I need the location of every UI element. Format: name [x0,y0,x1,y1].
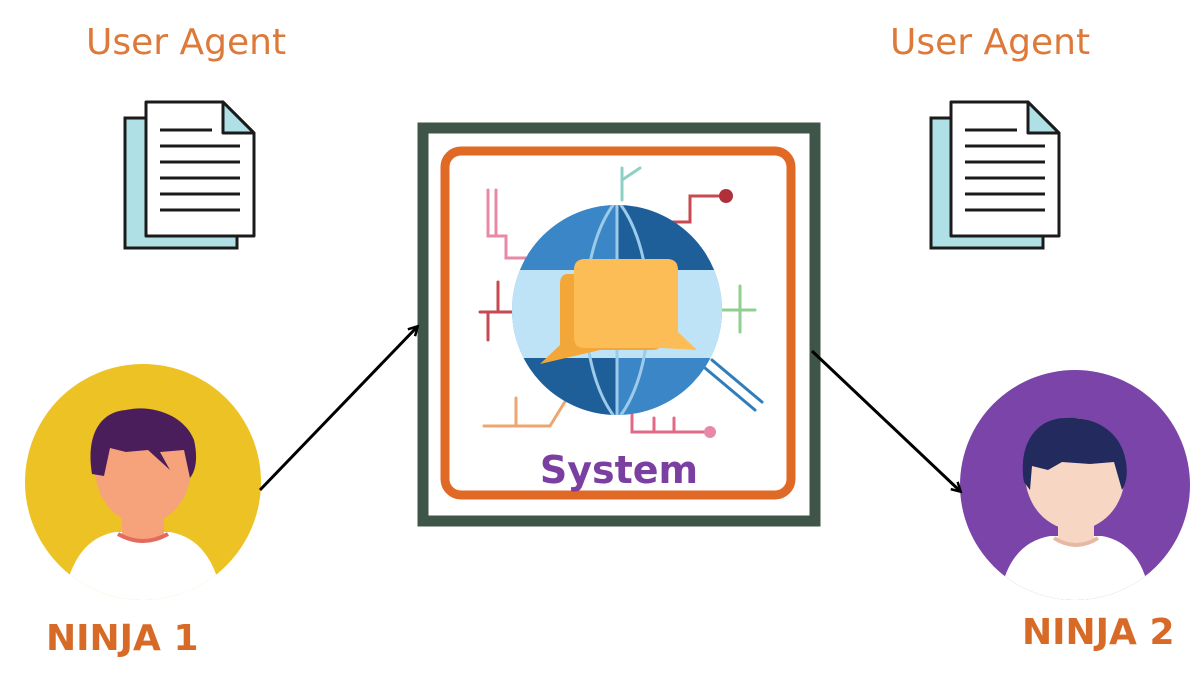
circuit-lines [478,166,764,434]
arrow-icon-system-to-ninja2 [810,349,960,491]
user-agent-label-left: User Agent [86,22,287,63]
user-agent-label-right: User Agent [890,22,1091,63]
document-icon-right [929,100,1061,250]
system-label: System [539,448,699,492]
globe-chat-icon [512,205,722,415]
document-icon-left [123,100,256,250]
ninja1-label: NINJA 1 [46,618,199,659]
circuit-node-dot-pink [704,426,716,438]
ninja1-avatar [25,364,261,600]
ninja2-label: NINJA 2 [1022,612,1175,653]
circuit-node-dot [719,189,733,203]
arrow-icon-ninja1-to-system [258,327,417,492]
ninja2-avatar [960,370,1190,600]
